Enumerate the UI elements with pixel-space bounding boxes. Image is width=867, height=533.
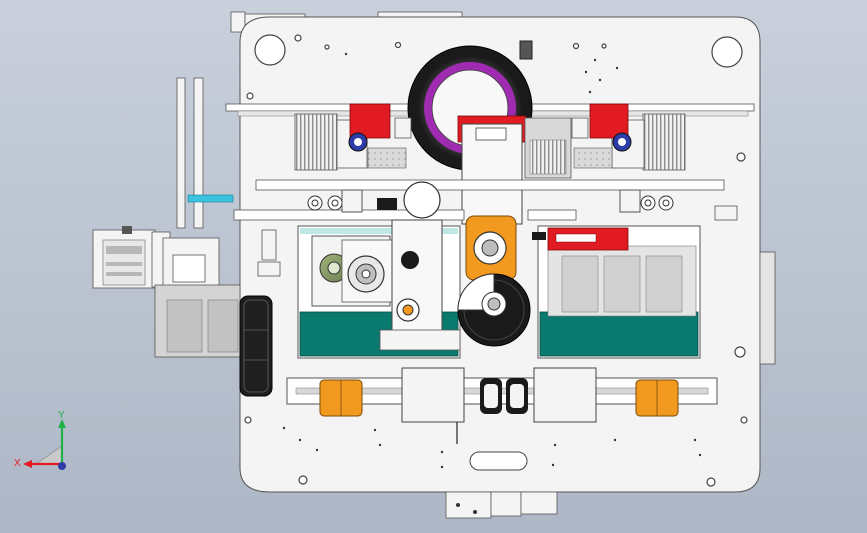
right-small-rollers [619,189,738,221]
left-vertical-rods [176,77,234,229]
center-black-wheel [457,273,531,347]
screw-dots [282,52,702,469]
right-top-stepper [571,103,686,171]
right-side-tab [759,251,776,365]
y-axis-label: Y [58,410,65,421]
bottom-slot [469,451,528,471]
coordinate-triad: Y X [14,410,84,482]
triad-arrows [23,419,66,470]
right-box-frame [537,225,701,359]
left-top-stepper [294,103,412,171]
x-axis-label: X [14,458,21,469]
left-motor-module [92,226,241,358]
left-gear-motor [311,235,395,307]
left-roller [239,295,273,397]
plate-holes [244,34,748,487]
middle-beam [233,179,725,221]
center-linkage [379,215,517,351]
bottom-bracket [445,491,558,519]
misc-details [257,181,546,277]
bottom-shaft-assembly [286,367,718,444]
center-head [457,115,572,225]
left-small-rollers [307,189,363,213]
